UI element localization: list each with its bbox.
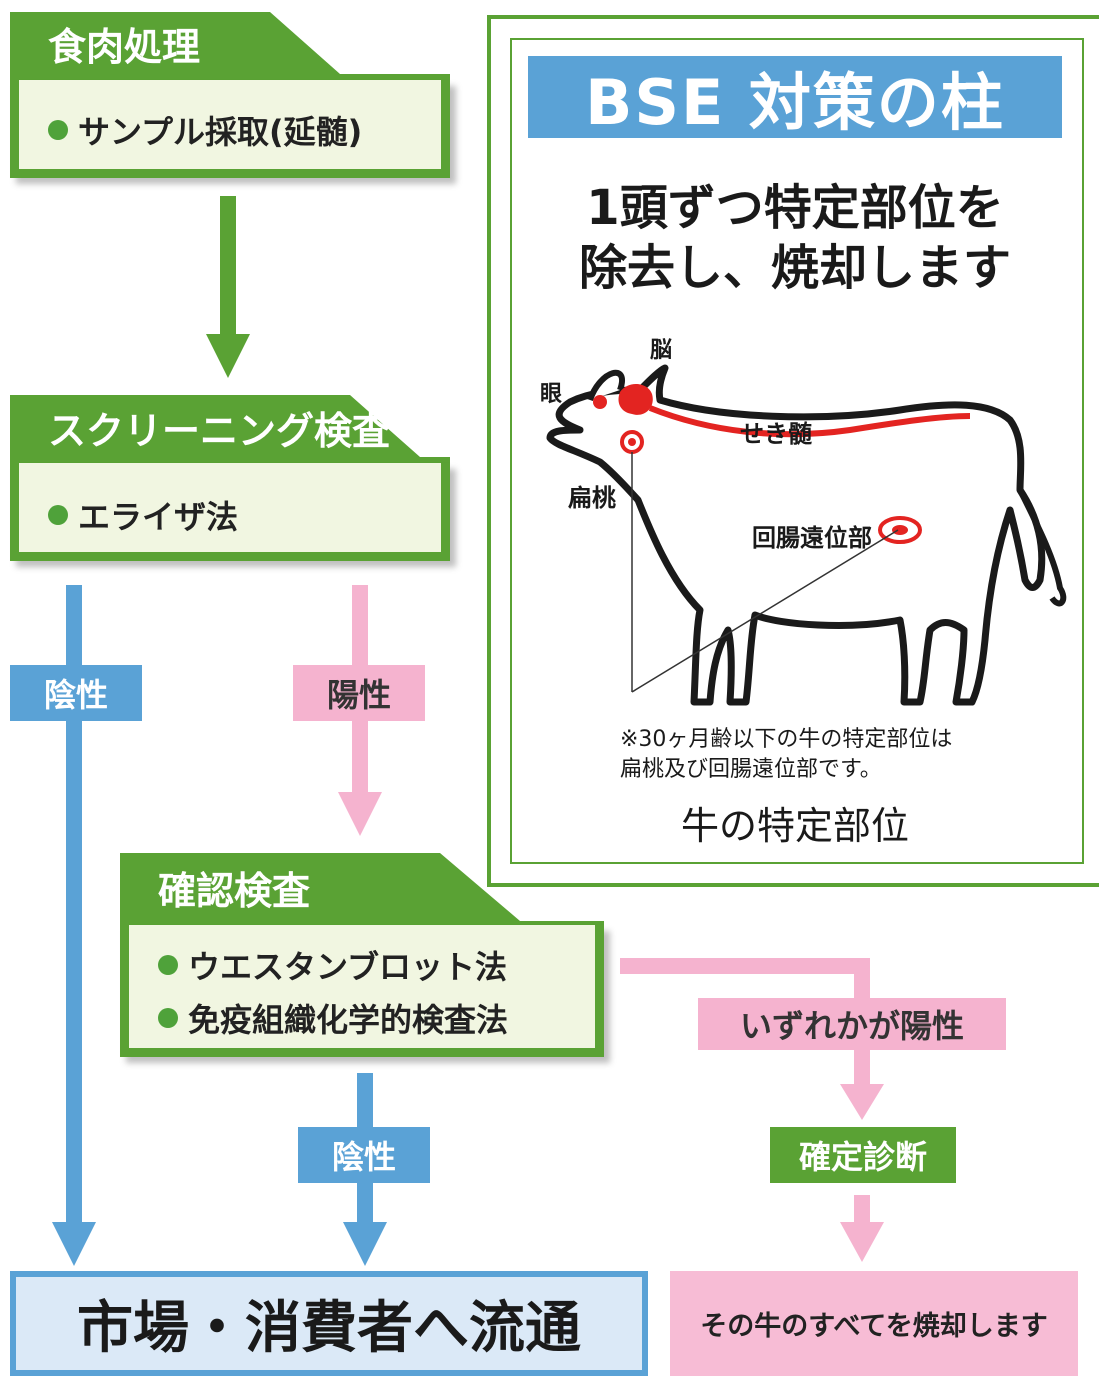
label-eye: 眼 bbox=[540, 382, 563, 407]
step1-title: 食肉処理 bbox=[48, 25, 201, 69]
step3-item-0-text: ウエスタンブロット法 bbox=[188, 948, 508, 986]
step3-item-0: ウエスタンブロット法 bbox=[158, 945, 508, 986]
positive-label-1: 陽性 bbox=[293, 665, 425, 721]
step2-item-0: エライザ法 bbox=[48, 495, 239, 536]
label-tonsil: 扁桃 bbox=[568, 484, 616, 512]
step3-tab bbox=[120, 853, 604, 933]
step1-item-0-text: サンプル採取(延髄) bbox=[78, 113, 363, 151]
step1-tab bbox=[10, 12, 450, 88]
panel-headline-1: 1頭ずつ特定部位を bbox=[586, 180, 1004, 236]
arrow-down-icon bbox=[343, 1222, 387, 1266]
diagnosis-line bbox=[854, 1195, 870, 1225]
step1-box bbox=[10, 80, 450, 178]
panel-title: BSE 対策の柱 bbox=[528, 56, 1062, 139]
negative-line-left bbox=[66, 585, 82, 1225]
arrow-step1-to-step2-shaft bbox=[220, 196, 236, 336]
bullet-icon bbox=[158, 955, 178, 975]
either-positive-line-h bbox=[620, 958, 870, 974]
arrow-down-icon bbox=[840, 1084, 884, 1120]
step2-tab bbox=[10, 395, 450, 471]
arrow-down-icon bbox=[52, 1222, 96, 1266]
step3-box bbox=[120, 925, 604, 1057]
arrow-down-icon bbox=[840, 1222, 884, 1262]
label-distal-ileum: 回腸遠位部 bbox=[752, 524, 872, 552]
label-spinal-cord: せき髄 bbox=[740, 420, 812, 448]
panel-headline-2: 除去し、焼却します bbox=[578, 240, 1011, 296]
panel-caption: 牛の特定部位 bbox=[680, 804, 909, 848]
step2-title: スクリーニング検査 bbox=[48, 409, 391, 453]
label-brain: 脳 bbox=[650, 338, 673, 363]
negative-label-1: 陰性 bbox=[10, 665, 142, 721]
market-outcome-box: 市場・消費者へ流通 bbox=[10, 1271, 648, 1376]
cow-illustration bbox=[546, 364, 1067, 706]
bullet-icon bbox=[48, 505, 68, 525]
final-diagnosis-label: 確定診断 bbox=[770, 1127, 956, 1183]
panel-note-1: ※30ヶ月齢以下の牛の特定部位は bbox=[620, 727, 953, 752]
step2-item-0-text: エライザ法 bbox=[78, 498, 239, 536]
bse-panel-inner bbox=[510, 38, 1084, 864]
negative-label-2: 陰性 bbox=[298, 1127, 430, 1183]
step2-box bbox=[10, 463, 450, 561]
incinerate-outcome-box: その牛のすべてを焼却します bbox=[670, 1271, 1078, 1376]
step3-title: 確認検査 bbox=[158, 869, 311, 913]
bullet-icon bbox=[48, 120, 68, 140]
panel-note-2: 扁桃及び回腸遠位部です。 bbox=[620, 757, 882, 782]
step3-item-1: 免疫組織化学的検査法 bbox=[158, 998, 509, 1039]
either-positive-label: いずれかが陽性 bbox=[698, 998, 1006, 1050]
arrow-down-icon bbox=[206, 334, 250, 378]
step3-item-1-text: 免疫組織化学的検査法 bbox=[188, 1001, 509, 1039]
bullet-icon bbox=[158, 1008, 178, 1028]
arrow-down-icon bbox=[338, 792, 382, 836]
step1-item-0: サンプル採取(延髄) bbox=[48, 110, 363, 151]
